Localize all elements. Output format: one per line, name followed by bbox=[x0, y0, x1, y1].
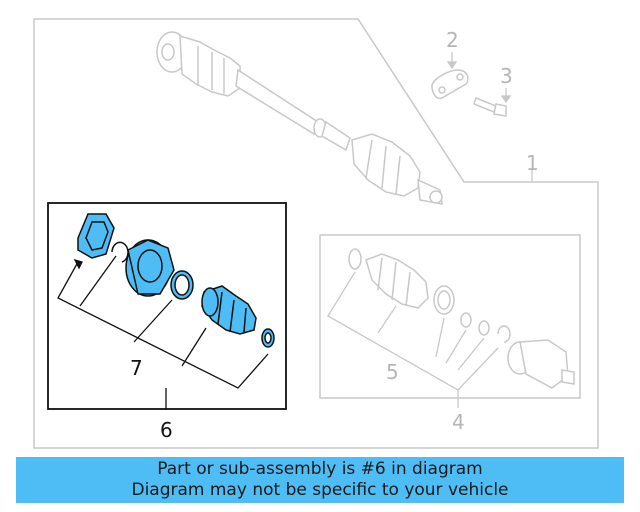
sub-assembly-4-parts-ghost bbox=[348, 248, 575, 389]
banner-line-2: Diagram may not be specific to your vehi… bbox=[131, 480, 509, 500]
info-banner: Part or sub-assembly is #6 in diagram Di… bbox=[16, 457, 624, 503]
callout-2: 2 bbox=[446, 28, 459, 52]
sub-assembly-6-parts bbox=[77, 213, 275, 348]
sub-assembly-4-frame bbox=[319, 234, 581, 399]
callout-6: 6 bbox=[160, 418, 173, 442]
bracket-ghost bbox=[431, 69, 469, 100]
axle-shaft-ghost bbox=[156, 31, 443, 205]
circlip bbox=[111, 241, 129, 263]
bolt-ghost bbox=[473, 97, 507, 117]
gasket-plate bbox=[77, 213, 115, 259]
callout-3: 3 bbox=[500, 64, 513, 88]
callout-5: 5 bbox=[386, 360, 399, 384]
sub-assembly-6-frame bbox=[47, 202, 287, 410]
callout-7: 7 bbox=[130, 356, 143, 380]
banner-line-1: Part or sub-assembly is #6 in diagram bbox=[157, 459, 483, 479]
callout-4: 4 bbox=[452, 410, 465, 434]
outer-assembly-frame bbox=[33, 18, 599, 449]
leader-lines-4-ghost bbox=[327, 271, 499, 408]
leader-lines-ghost bbox=[446, 52, 533, 182]
leader-lines-6 bbox=[57, 255, 269, 410]
callout-1: 1 bbox=[526, 151, 539, 175]
